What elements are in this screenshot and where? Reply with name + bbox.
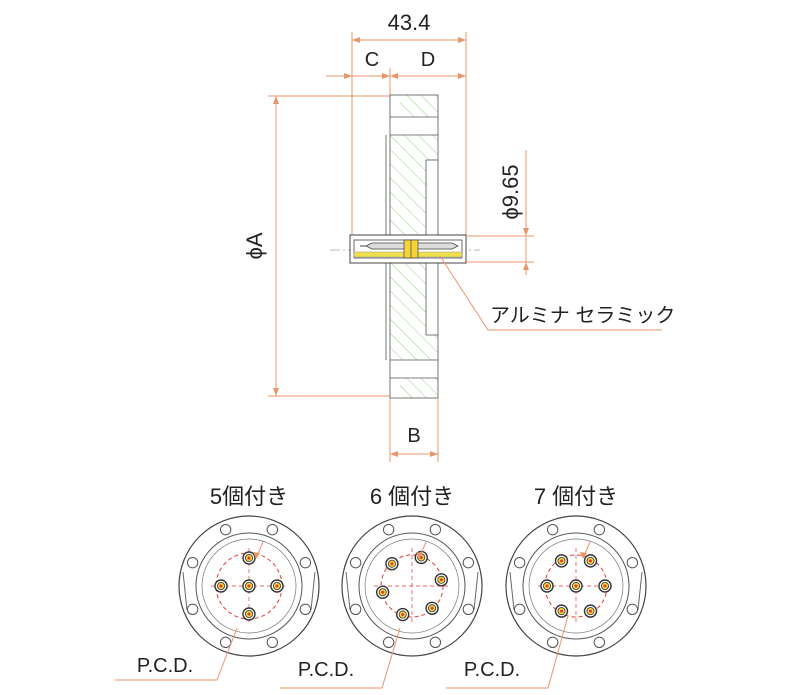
leader-arrow (253, 552, 260, 559)
leader-arrow (580, 552, 587, 559)
flange-inner (522, 532, 630, 640)
bolt-hole (429, 523, 442, 536)
pin (242, 607, 256, 621)
pin (214, 579, 228, 593)
pin (270, 579, 284, 593)
bolt-hole (546, 636, 559, 649)
bolt-hole (349, 603, 362, 616)
pin (434, 573, 449, 587)
pin (583, 554, 598, 568)
cd-dimension: C D (326, 49, 466, 96)
dim-b-dimension: B (389, 398, 439, 462)
flat-left (182, 571, 188, 611)
bolt-hole (513, 603, 526, 616)
pin (385, 557, 399, 571)
knife-edge (201, 538, 297, 634)
flange-variant-6: 6 個付き P.C.D. (280, 484, 483, 689)
bolt-hole (186, 556, 199, 569)
pin-diameter-dimension: ϕ9.65 (466, 150, 534, 275)
feedthrough-pin (349, 234, 467, 264)
pcd-callout: P.C.D. (115, 627, 238, 681)
bolt-hole (219, 523, 232, 536)
flat-left (345, 571, 351, 611)
pin (554, 554, 569, 568)
bolt-hole (593, 636, 606, 649)
pcd-label: P.C.D. (298, 659, 354, 681)
flat-right (637, 571, 643, 611)
flat-right (473, 571, 479, 611)
bolt-hole (299, 603, 312, 616)
variant-title: 6 個付き (370, 484, 454, 509)
pcd-label: P.C.D. (137, 655, 193, 677)
pin (583, 604, 598, 618)
pin (375, 585, 390, 599)
variant-title: 7 個付き (534, 484, 618, 509)
bolt-hole (266, 523, 279, 536)
flange-inner (195, 532, 303, 640)
pin (554, 604, 569, 618)
pin (425, 601, 439, 615)
knife-edge (528, 538, 624, 634)
bolt-hole (266, 636, 279, 649)
pin (242, 551, 256, 565)
bolt-hole (626, 603, 639, 616)
bolt-hole (349, 556, 362, 569)
bolt-hole (593, 523, 606, 536)
side-view: 43.4 C D ϕA (242, 10, 675, 462)
dim-c-label: C (365, 49, 379, 71)
bolt-hole (429, 636, 442, 649)
leader-arrow (416, 552, 423, 559)
bolt-hole (513, 556, 526, 569)
knife-edge (364, 538, 460, 634)
dim-b-label: B (407, 425, 420, 447)
flat-left (509, 571, 515, 611)
bolt-hole (462, 556, 475, 569)
bolt-hole (219, 636, 232, 649)
flange-variant-7: 7 個付き P.C.D. (446, 484, 647, 689)
diameter-a-dimension: ϕA (242, 95, 392, 397)
pcd-label: P.C.D. (464, 659, 520, 681)
ceramic-callout: アルミナ セラミック (439, 255, 675, 331)
pin (540, 579, 554, 593)
pcd-callout: P.C.D. (446, 615, 569, 689)
bolt-hole (382, 636, 395, 649)
overall-length-label: 43.4 (388, 10, 431, 35)
bolt-hole (299, 556, 312, 569)
pin (598, 579, 612, 593)
bolt-hole (626, 556, 639, 569)
flange-inner (358, 532, 466, 640)
dim-a-label: ϕA (242, 232, 267, 259)
dim-d-label: D (421, 49, 435, 71)
flange-variant-5: 5個付き P.C.D. (115, 484, 320, 681)
overall-length-dimension: 43.4 (351, 10, 467, 240)
dim-pin-label: ϕ9.65 (498, 164, 523, 219)
flat-right (310, 571, 316, 611)
bolt-hole (186, 603, 199, 616)
bolt-hole (382, 523, 395, 536)
pin (569, 579, 583, 593)
callout-label: アルミナ セラミック (490, 304, 675, 327)
bolt-hole (462, 603, 475, 616)
pin (242, 579, 256, 593)
pcd-callout: P.C.D. (280, 627, 401, 689)
pin (396, 607, 410, 622)
variant-title: 5個付き (210, 484, 288, 509)
bolt-hole (546, 523, 559, 536)
